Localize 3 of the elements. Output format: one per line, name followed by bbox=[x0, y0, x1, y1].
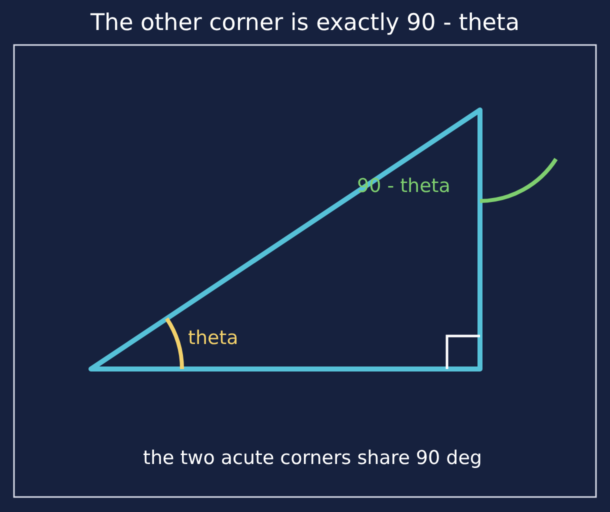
angle-label: theta bbox=[188, 328, 238, 350]
title: The other corner is exactly 90 - theta bbox=[89, 10, 521, 36]
note-text: the two acute corners share 90 deg bbox=[143, 448, 482, 470]
